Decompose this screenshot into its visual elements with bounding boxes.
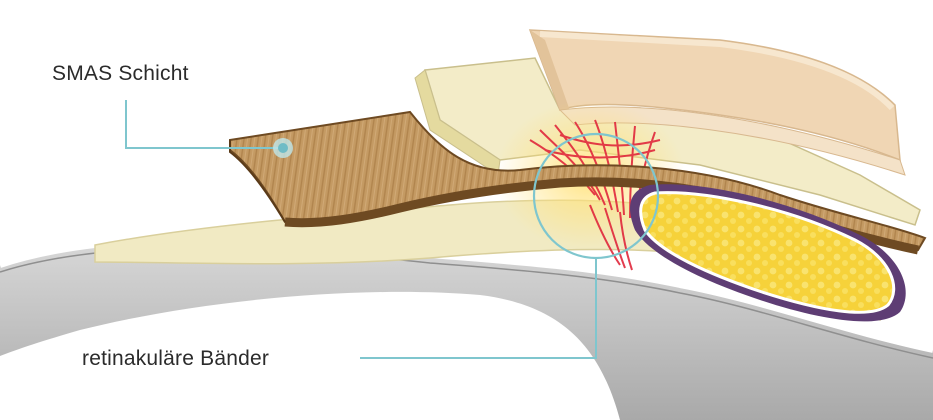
ligament-leader — [360, 132, 660, 359]
smas-leader — [125, 100, 293, 158]
smas-label: SMAS Schicht — [52, 62, 189, 85]
orbital-fat-pad — [630, 184, 906, 322]
retinacular-ligaments-label: retinakuläre Bänder — [82, 347, 270, 370]
